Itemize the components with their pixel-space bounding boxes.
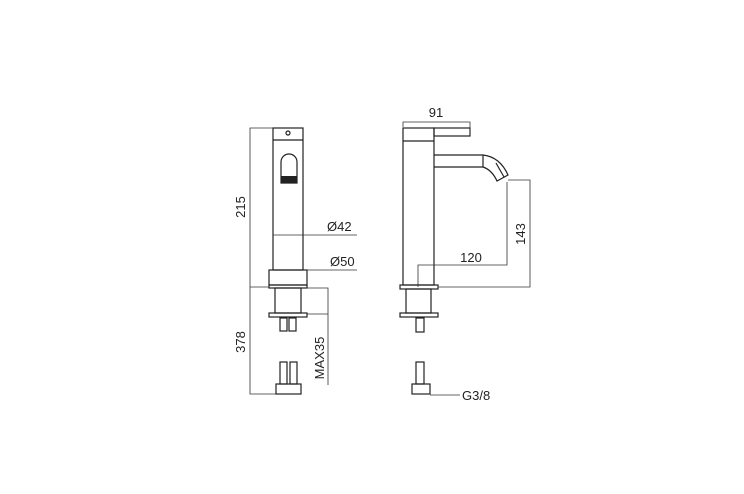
max-thickness-label: MAX35: [312, 337, 327, 380]
base-diameter-label: Ø50: [330, 254, 355, 269]
connection-pipe: [415, 361, 425, 385]
connection-thread-label: G3/8: [462, 388, 490, 403]
front-view: 215 378 Ø42 Ø50 MAX35: [233, 127, 357, 395]
shank: [274, 287, 302, 314]
spout-reach-label: 120: [460, 250, 482, 265]
fixing-nut: [268, 312, 308, 318]
faucet-body: [272, 127, 304, 271]
lever-width-label: 91: [429, 105, 443, 120]
cap-indicator: [285, 130, 291, 136]
spout-height-label: 143: [513, 223, 528, 245]
spout: [434, 154, 509, 182]
aerator-outlet: [280, 153, 298, 184]
body-diameter-label: Ø42: [327, 219, 352, 234]
supply-hoses: [279, 361, 288, 385]
side-view: 91 120 143 G3/8: [399, 105, 531, 403]
faucet-body-side: [402, 127, 435, 286]
lever-handle: [433, 127, 471, 137]
total-length-label: 378: [233, 331, 248, 353]
height-label: 215: [233, 196, 248, 218]
base-collar: [268, 269, 308, 286]
